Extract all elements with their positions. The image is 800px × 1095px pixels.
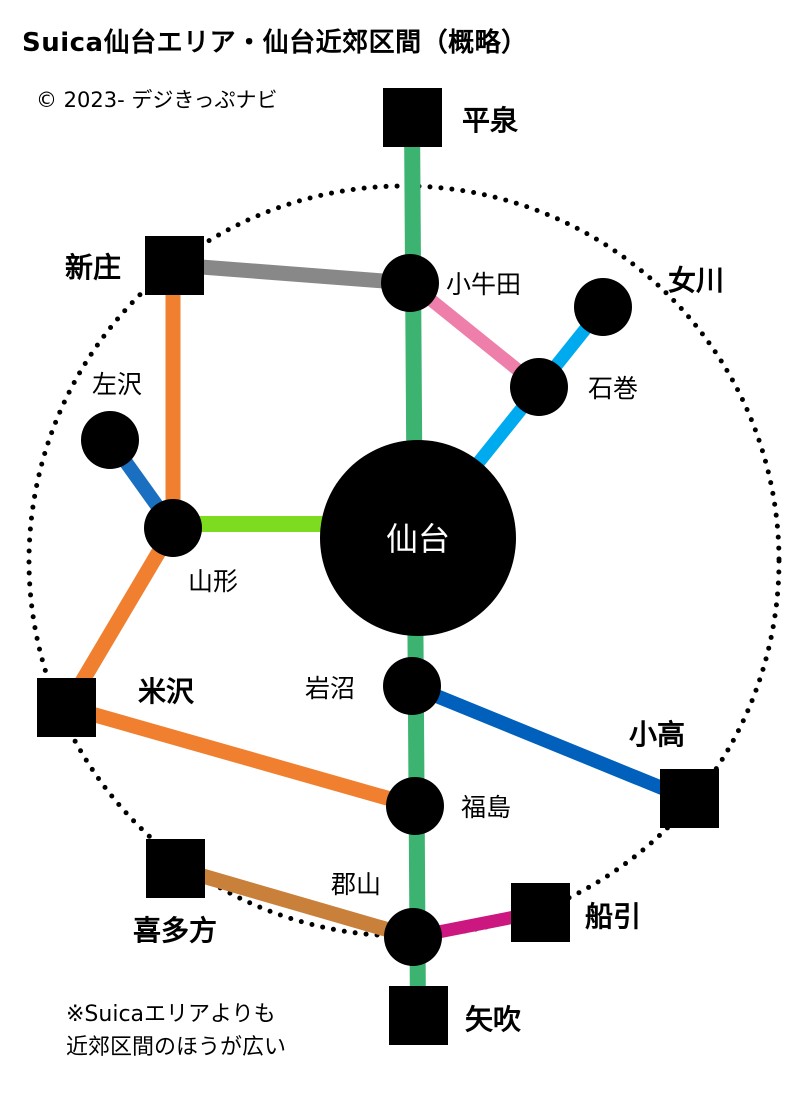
label-onagawa: 女川 xyxy=(668,264,724,297)
label-hiraizumi: 平泉 xyxy=(462,104,519,137)
copyright-text: © 2023- デジきっぷナビ xyxy=(36,88,278,112)
station-kogota-marker xyxy=(381,254,439,312)
label-odaka: 小高 xyxy=(629,718,685,751)
label-yabuki: 矢吹 xyxy=(465,1003,521,1036)
station-yonezawa-marker xyxy=(37,678,96,737)
station-ishinomaki-marker xyxy=(510,358,568,416)
label-sendai: 仙台 xyxy=(386,520,450,558)
label-shinjo: 新庄 xyxy=(65,251,121,284)
station-labels: 平泉 新庄 小牛田 女川 石巻 左沢 山形 仙台 岩沼 米沢 小高 福島 郡山 … xyxy=(65,104,724,1036)
line-yonezawa-fukushima xyxy=(64,699,418,814)
label-kitakata: 喜多方 xyxy=(133,914,217,947)
station-funehiki-marker xyxy=(511,883,570,942)
label-sasawa: 左沢 xyxy=(92,370,142,399)
station-odaka-marker xyxy=(660,769,719,828)
station-koriyama-marker xyxy=(384,908,442,966)
station-iwanuma-marker xyxy=(383,657,441,715)
label-funehiki: 船引 xyxy=(585,900,641,933)
station-sasawa-marker xyxy=(81,411,139,469)
label-koriyama: 郡山 xyxy=(331,870,381,899)
station-hiraizumi-marker xyxy=(383,88,442,147)
line-joban xyxy=(409,679,692,806)
label-fukushima: 福島 xyxy=(461,793,511,822)
label-yamagata: 山形 xyxy=(188,567,238,596)
suica-area-boundary xyxy=(26,183,782,939)
footnote-line-1: ※Suicaエリアよりも xyxy=(66,1002,276,1027)
label-iwanuma: 岩沼 xyxy=(305,674,355,703)
station-shinjo-marker xyxy=(145,236,204,295)
terminal-stations xyxy=(37,88,719,1045)
station-fukushima-marker xyxy=(386,777,444,835)
line-banetsu-west xyxy=(172,860,416,945)
label-yonezawa: 米沢 xyxy=(138,675,195,708)
station-onagawa-marker xyxy=(574,278,632,336)
junction-stations xyxy=(81,254,632,966)
label-ishinomaki: 石巻 xyxy=(588,374,638,403)
label-kogota: 小牛田 xyxy=(446,270,521,299)
line-rikuu-east xyxy=(174,257,411,291)
footnote: ※Suicaエリアよりも 近郊区間のほうが広い xyxy=(66,998,286,1064)
station-kitakata-marker xyxy=(146,839,205,898)
station-yamagata-marker xyxy=(144,499,202,557)
line-ou-south xyxy=(60,524,180,711)
station-sendai-marker xyxy=(320,440,516,636)
footnote-line-2: 近郊区間のほうが広い xyxy=(66,1035,287,1060)
page-title: Suica仙台エリア・仙台近郊区間（概略） xyxy=(22,28,528,58)
station-yabuki-marker xyxy=(389,986,448,1045)
